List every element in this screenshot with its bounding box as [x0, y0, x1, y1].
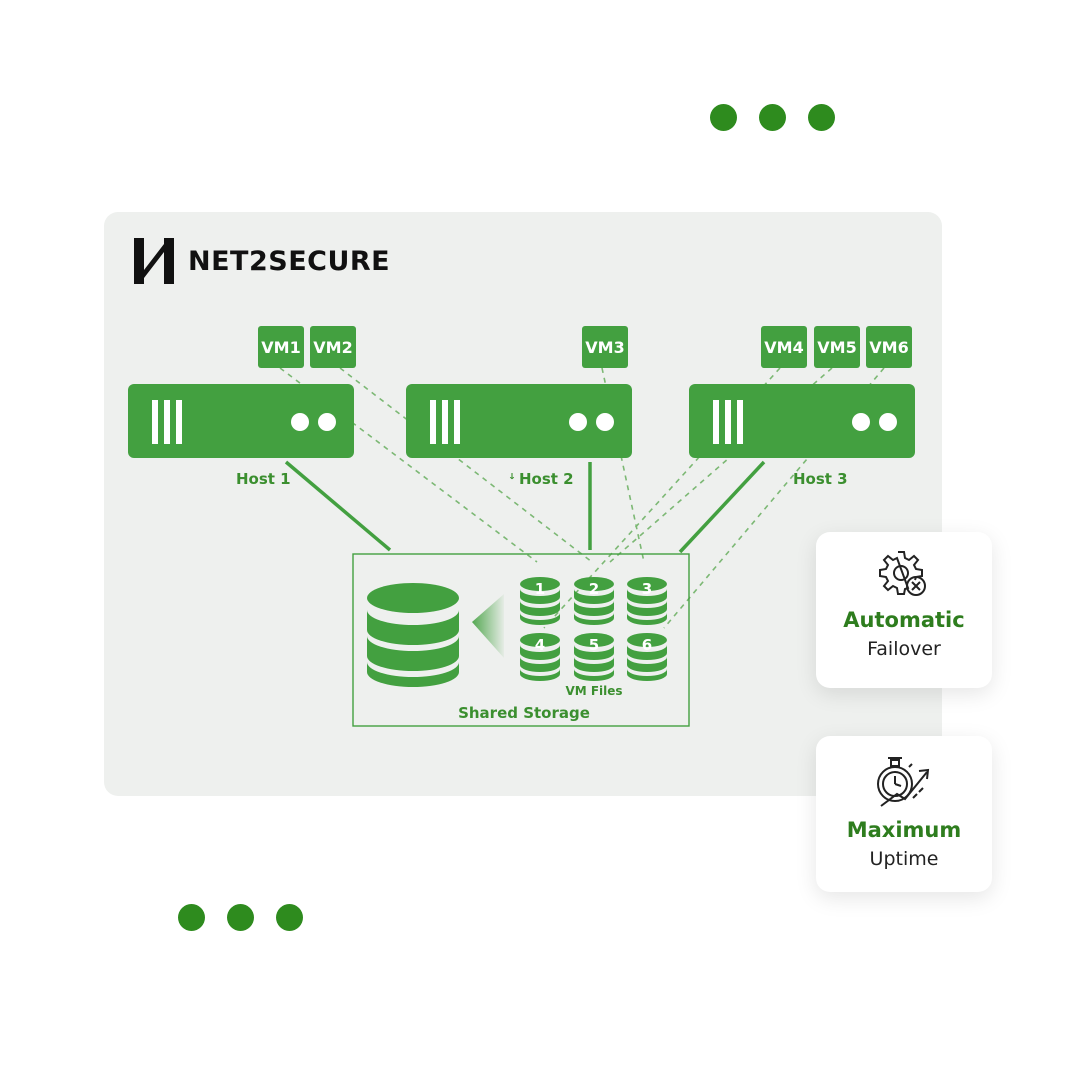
feature-card-failover: Automatic Failover	[816, 532, 992, 688]
vm-box	[582, 326, 628, 368]
vm-file-stack	[520, 633, 560, 681]
server-light	[291, 413, 309, 431]
vm-file-stack	[520, 577, 560, 625]
server-chassis	[128, 384, 354, 458]
feature-subtitle: Failover	[867, 638, 941, 660]
server-light	[852, 413, 870, 431]
shared-storage-box	[352, 553, 690, 727]
vm-label: VM2	[313, 338, 352, 357]
diagram-panel: VM1 VM2 VM3 VM4 VM5 VM6 Host 1	[104, 212, 942, 796]
vm-label: VM3	[585, 338, 624, 357]
vm-file-number: 5	[589, 636, 599, 654]
dot	[178, 904, 205, 931]
vm-box	[761, 326, 807, 368]
vm-label: VM5	[817, 338, 856, 357]
vm-file-number: 4	[535, 636, 545, 654]
server-vent	[454, 400, 460, 444]
vm-box	[866, 326, 912, 368]
feature-title: Automatic	[843, 608, 965, 632]
ha-diagram: VM1 VM2 VM3 VM4 VM5 VM6 Host 1	[128, 326, 915, 727]
server-light	[596, 413, 614, 431]
server-vent	[713, 400, 719, 444]
vm-file-stack	[574, 577, 614, 625]
server-vent	[152, 400, 158, 444]
host-label-prefix: ꜜ	[509, 470, 515, 488]
server-vent	[725, 400, 731, 444]
dot	[227, 904, 254, 931]
vm-file-stacks	[520, 577, 667, 681]
gear-x-icon	[879, 551, 926, 596]
vm-box	[258, 326, 304, 368]
dot	[759, 104, 786, 131]
vm-file-stack	[627, 577, 667, 625]
vm-boxes: VM1 VM2 VM3 VM4 VM5 VM6	[258, 326, 912, 368]
dot	[276, 904, 303, 931]
n-logo-icon	[134, 238, 174, 284]
dot	[808, 104, 835, 131]
server-light	[318, 413, 336, 431]
vm-label: VM1	[261, 338, 300, 357]
host-label: Host 1	[236, 470, 291, 488]
host-label: Host 3	[793, 470, 848, 488]
host-links	[284, 460, 766, 554]
decorative-dots-bottom	[178, 904, 303, 931]
database-icon	[367, 583, 459, 687]
brand-name: NET2SECURE	[188, 245, 391, 277]
dot	[710, 104, 737, 131]
replication-cone	[472, 594, 504, 658]
host-label: Host 2	[519, 470, 574, 488]
vm-file-number: 2	[589, 580, 599, 598]
server-chassis	[406, 384, 632, 458]
server-light	[879, 413, 897, 431]
vm-box	[814, 326, 860, 368]
stopwatch-growth-icon	[877, 757, 930, 807]
vm-files-label: VM Files	[565, 684, 622, 698]
vm-label: VM4	[764, 338, 803, 357]
vm-file-number: 1	[535, 580, 545, 598]
vm-label: VM6	[869, 338, 908, 357]
server-chassis	[689, 384, 915, 458]
decorative-dots-top	[710, 104, 835, 131]
vm-file-stack	[574, 633, 614, 681]
server-vent	[442, 400, 448, 444]
feature-subtitle: Uptime	[869, 848, 939, 870]
feature-card-uptime: Maximum Uptime	[816, 736, 992, 892]
server-vent	[176, 400, 182, 444]
vm-file-number: 6	[642, 636, 652, 654]
host-server-3	[689, 384, 915, 458]
feature-title: Maximum	[846, 818, 962, 842]
server-vent	[164, 400, 170, 444]
host-server-1	[128, 384, 354, 458]
server-vent	[430, 400, 436, 444]
shared-storage-label: Shared Storage	[458, 704, 590, 722]
vm-file-stack	[627, 633, 667, 681]
brand: NET2SECURE	[132, 236, 390, 286]
server-light	[569, 413, 587, 431]
vm-file-number: 3	[642, 580, 652, 598]
server-vent	[737, 400, 743, 444]
host-server-2	[406, 384, 632, 458]
vm-box	[310, 326, 356, 368]
